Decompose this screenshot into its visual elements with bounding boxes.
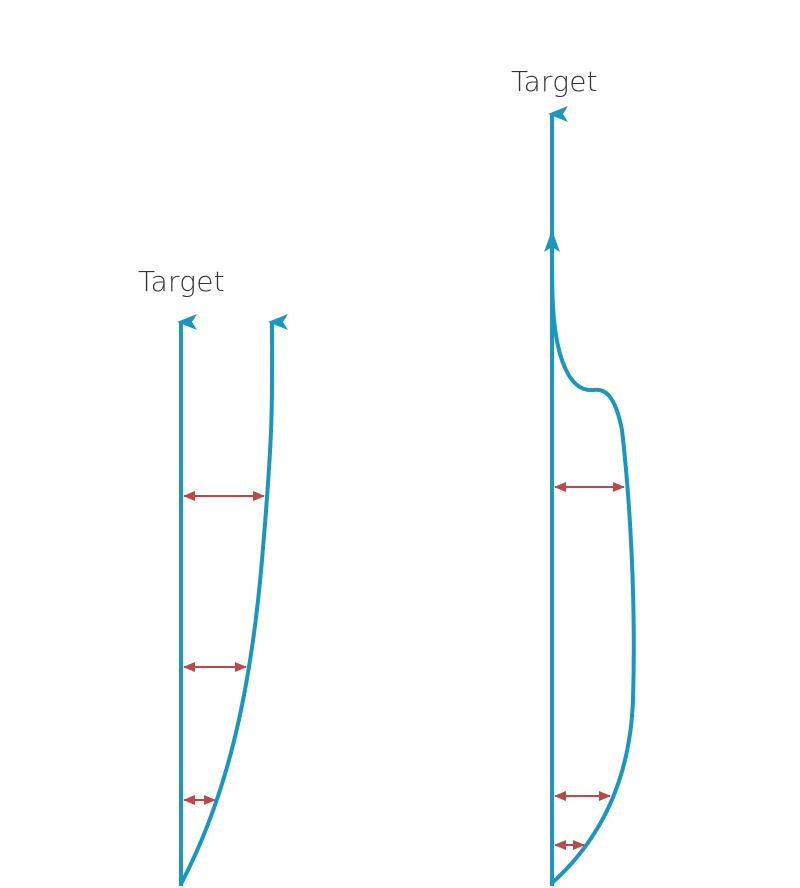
- left-curved-path: [179, 313, 289, 885]
- left-diagram: [177, 313, 289, 886]
- left-target-label: Target: [138, 265, 225, 298]
- right-bulged-path: [550, 235, 636, 885]
- right-diagram: [544, 106, 636, 886]
- right-target-label: Target: [511, 65, 598, 98]
- right-merge-arrowhead: [544, 230, 560, 252]
